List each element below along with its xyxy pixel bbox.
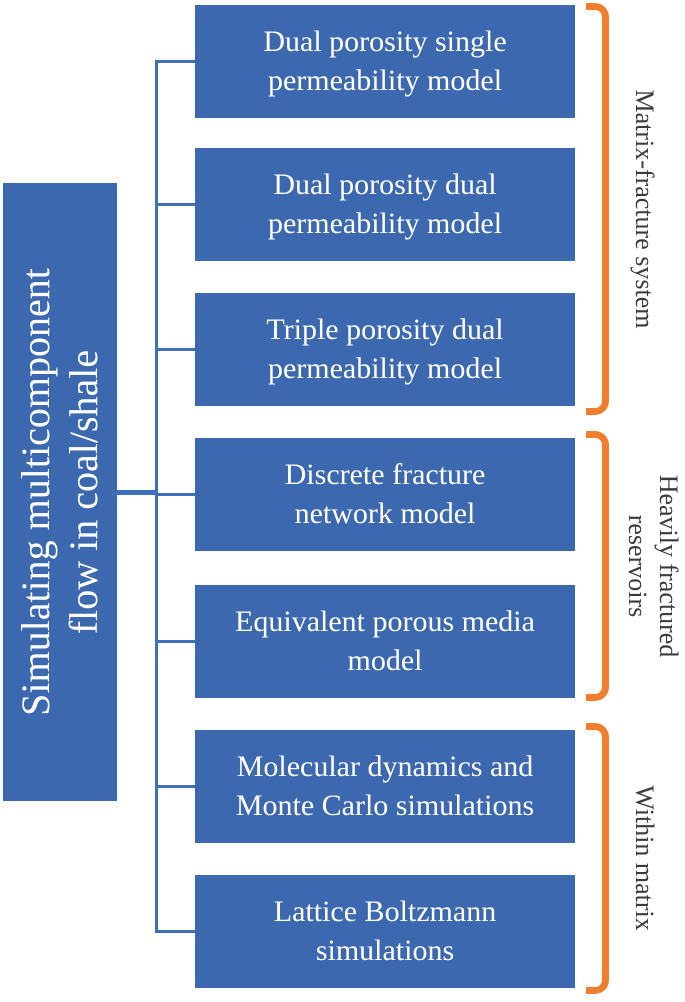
model-box-label: Molecular dynamics and Monte Carlo simul… <box>235 750 535 822</box>
model-box-lattice-boltzmann: Lattice Boltzmann simulations <box>195 875 575 988</box>
model-box-label: Dual porosity dual permeability model <box>267 168 503 240</box>
model-box-label: Equivalent porous media model <box>235 605 535 677</box>
group-label-matrix-fracture-system: Matrix-fracture system <box>630 89 659 329</box>
connector-stub-2 <box>155 203 195 206</box>
group-bracket-within-matrix <box>586 723 609 994</box>
group-label-heavily-fractured-reservoirs: Heavily fractured reservoirs <box>623 474 683 658</box>
connector-stub-7 <box>155 930 195 933</box>
model-box-triple-porosity-dual-permeability: Triple porosity dual permeability model <box>195 293 575 406</box>
group-bracket-heavily-fractured-reservoirs <box>586 431 609 701</box>
model-box-label: Dual porosity single permeability model <box>263 25 507 97</box>
model-box-label: Lattice Boltzmann simulations <box>273 895 497 967</box>
model-box-equivalent-porous-media: Equivalent porous media model <box>195 585 575 698</box>
model-box-molecular-dynamics-monte-carlo: Molecular dynamics and Monte Carlo simul… <box>195 730 575 843</box>
model-box-discrete-fracture-network: Discrete fracture network model <box>195 438 575 551</box>
model-box-label: Discrete fracture network model <box>284 458 486 530</box>
root-node-label: Simulating multicomponent flow in coal/s… <box>13 268 106 716</box>
connector-root-stub <box>112 490 157 495</box>
connector-stub-6 <box>155 785 195 788</box>
connector-stub-1 <box>155 60 195 63</box>
connector-stub-3 <box>155 348 195 351</box>
connector-stub-5 <box>155 640 195 643</box>
model-box-dual-porosity-single-permeability: Dual porosity single permeability model <box>195 5 575 118</box>
group-label-within-matrix: Within matrix <box>630 785 659 931</box>
model-box-dual-porosity-dual-permeability: Dual porosity dual permeability model <box>195 148 575 261</box>
connector-trunk <box>155 60 158 933</box>
group-bracket-matrix-fracture-system <box>586 3 609 415</box>
connector-stub-4 <box>155 493 195 496</box>
model-box-label: Triple porosity dual permeability model <box>266 313 504 385</box>
root-node-box: Simulating multicomponent flow in coal/s… <box>3 183 117 801</box>
